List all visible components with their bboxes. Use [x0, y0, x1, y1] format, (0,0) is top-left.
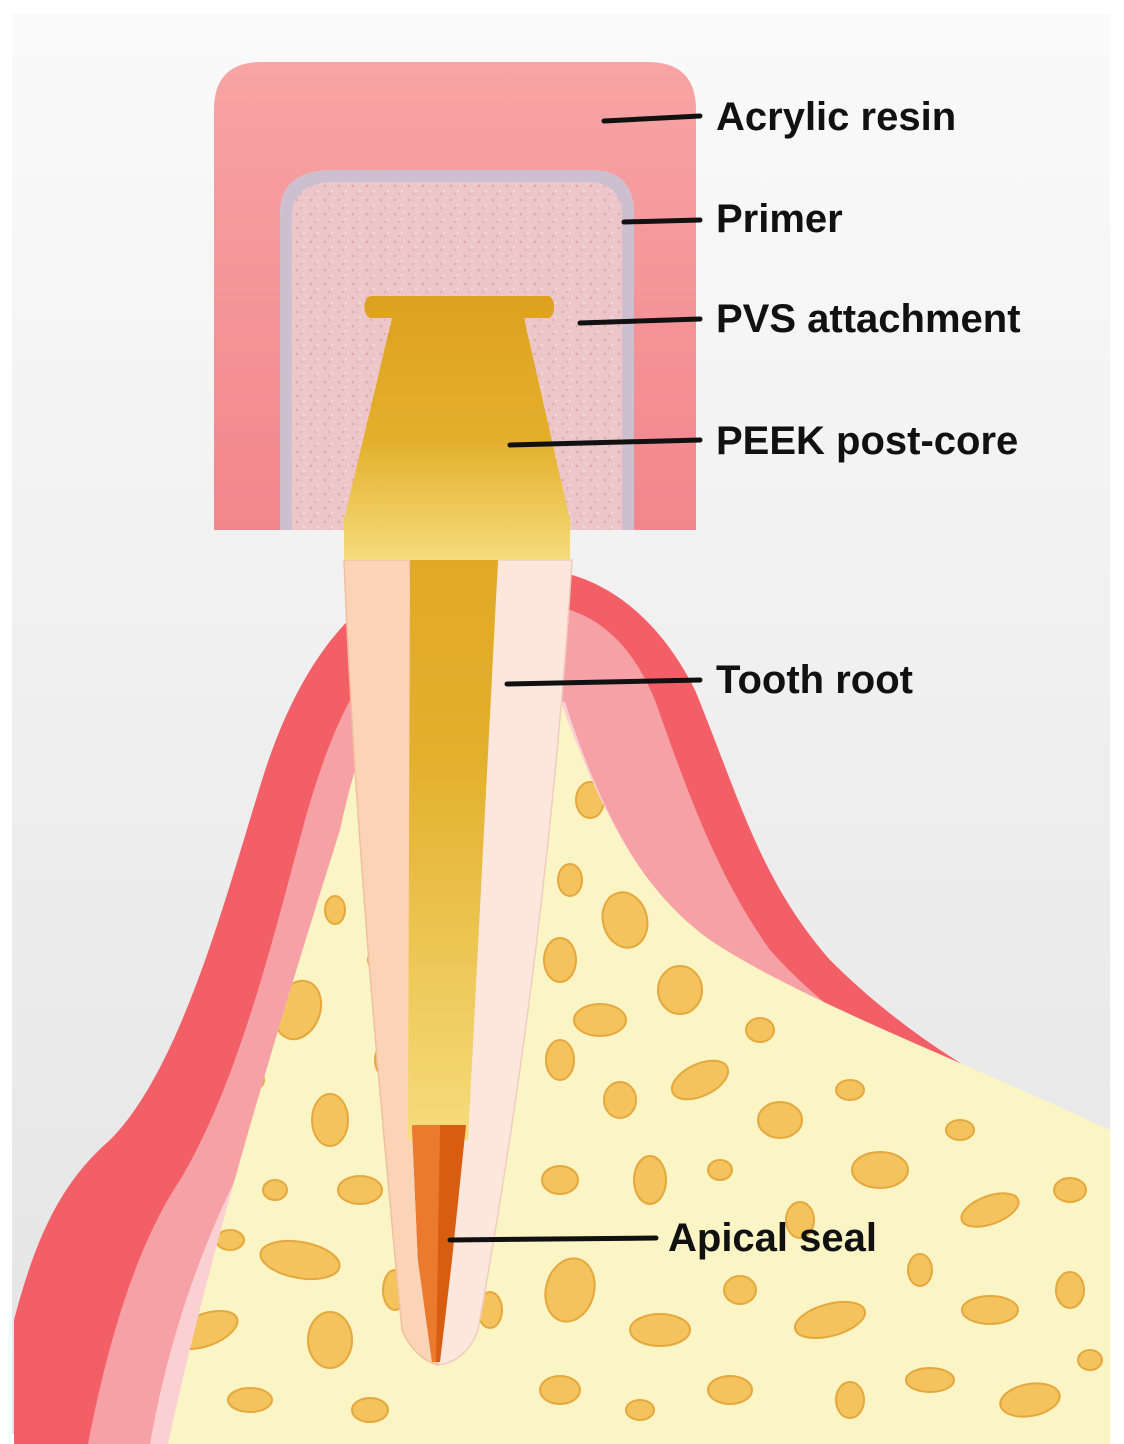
label-tooth-root: Tooth root [716, 658, 913, 702]
label-acrylic-resin: Acrylic resin [716, 95, 956, 139]
peek-post-head [344, 296, 570, 560]
label-pvs-attachment: PVS attachment [716, 297, 1021, 341]
leader-tooth-root [504, 677, 703, 687]
apical-seal-highlight [412, 1125, 440, 1362]
leader-primer [621, 217, 703, 225]
label-peek-post-core: PEEK post-core [716, 419, 1018, 463]
leader-pvs-attachment [577, 316, 703, 326]
leader-acrylic-resin [601, 113, 703, 124]
pvs-attachment[interactable] [292, 182, 622, 530]
tooth-root-right [437, 559, 573, 1366]
leader-apical-seal [447, 1235, 659, 1243]
label-apical-seal: Apical seal [668, 1216, 877, 1260]
leader-peek-post-core [507, 437, 703, 448]
acrylic-resin[interactable] [214, 62, 696, 530]
label-primer: Primer [716, 197, 843, 241]
